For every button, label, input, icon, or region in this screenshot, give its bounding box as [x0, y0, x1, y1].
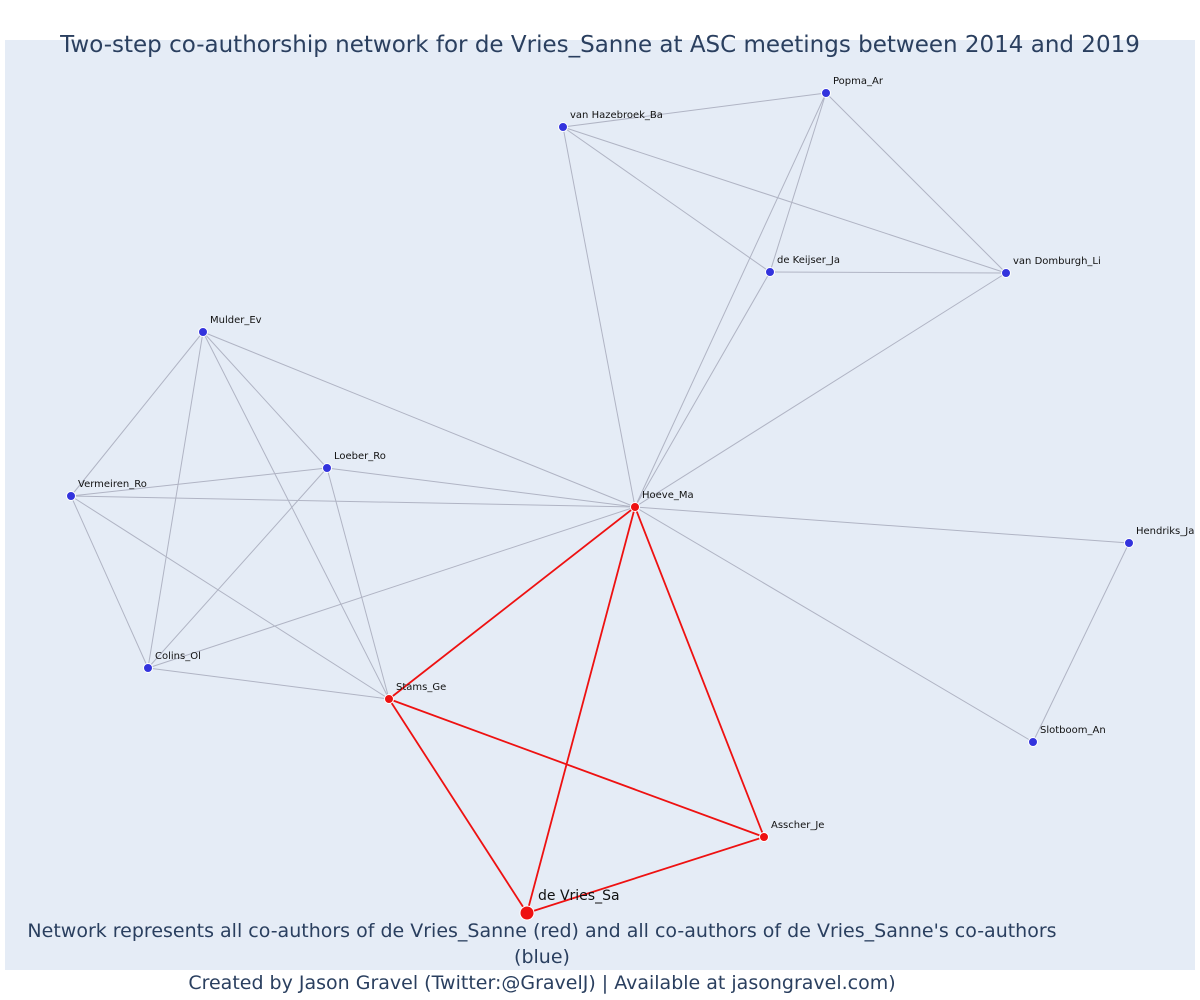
edge-mulder-ev-vermeiren-ro	[70, 331, 204, 497]
edge-van-hazebroek-ba-van-domburgh-li	[562, 126, 1007, 274]
edge-de-vries-sa-asscher-je	[526, 836, 765, 914]
node-van-hazebroek-ba[interactable]	[558, 122, 568, 132]
node-label-popma-ar: Popma_Ar	[833, 76, 884, 87]
node-loeber-ro[interactable]	[322, 463, 332, 473]
node-popma-ar[interactable]	[821, 88, 831, 98]
node-label-de-keijser-ja: de Keijser_Ja	[777, 255, 840, 266]
node-label-hoeve-ma: Hoeve_Ma	[642, 490, 694, 501]
edge-van-hazebroek-ba-de-keijser-ja	[562, 126, 771, 273]
node-slotboom-an[interactable]	[1028, 737, 1038, 747]
edge-stams-ge-asscher-je	[388, 698, 765, 838]
node-hendriks-ja[interactable]	[1124, 538, 1134, 548]
node-label-asscher-je: Asscher_Je	[771, 820, 824, 831]
edge-colins-ol-stams-ge	[147, 667, 390, 700]
edges-layer	[70, 92, 1130, 914]
caption-line-1: Network represents all co-authors of de …	[27, 920, 1057, 968]
edge-hoeve-ma-slotboom-an	[634, 506, 1034, 743]
node-asscher-je[interactable]	[759, 832, 769, 842]
edge-vermeiren-ro-colins-ol	[70, 495, 149, 669]
node-label-van-hazebroek-ba: van Hazebroek_Ba	[570, 110, 663, 121]
edge-vermeiren-ro-stams-ge	[70, 495, 390, 700]
edge-popma-ar-de-keijser-ja	[769, 92, 827, 273]
node-label-de-vries-sa: de Vries_Sa	[538, 888, 620, 904]
edge-hoeve-ma-vermeiren-ro	[70, 495, 636, 508]
edge-mulder-ev-colins-ol	[147, 331, 204, 669]
edge-loeber-ro-stams-ge	[326, 467, 390, 700]
edge-de-keijser-ja-van-domburgh-li	[769, 271, 1007, 274]
node-de-vries-sa[interactable]	[519, 905, 535, 921]
node-label-van-domburgh-li: van Domburgh_Li	[1013, 256, 1101, 267]
edge-hendriks-ja-slotboom-an	[1032, 542, 1130, 743]
caption-line-2: Created by Jason Gravel (Twitter:@Gravel…	[188, 972, 896, 994]
node-colins-ol[interactable]	[143, 663, 153, 673]
edge-hoeve-ma-de-keijser-ja	[634, 271, 771, 508]
node-label-loeber-ro: Loeber_Ro	[334, 451, 386, 462]
edge-hoeve-ma-popma-ar	[634, 92, 827, 508]
node-stams-ge[interactable]	[384, 694, 394, 704]
edge-popma-ar-van-domburgh-li	[825, 92, 1007, 274]
edge-hoeve-ma-colins-ol	[147, 506, 636, 669]
node-label-vermeiren-ro: Vermeiren_Ro	[78, 479, 147, 490]
edge-hoeve-ma-hendriks-ja	[634, 506, 1130, 544]
node-label-slotboom-an: Slotboom_An	[1040, 725, 1106, 736]
edge-hoeve-ma-van-domburgh-li	[634, 272, 1007, 508]
plot-background	[5, 40, 1195, 970]
edge-mulder-ev-loeber-ro	[202, 331, 328, 469]
node-label-colins-ol: Colins_Ol	[155, 651, 201, 662]
node-label-mulder-ev: Mulder_Ev	[210, 315, 262, 326]
node-vermeiren-ro[interactable]	[66, 491, 76, 501]
edge-loeber-ro-colins-ol	[147, 467, 328, 669]
node-de-keijser-ja[interactable]	[765, 267, 775, 277]
edge-de-vries-sa-hoeve-ma	[526, 506, 636, 914]
edge-stams-ge-hoeve-ma	[388, 506, 636, 700]
edge-hoeve-ma-van-hazebroek-ba	[562, 126, 636, 508]
node-hoeve-ma[interactable]	[630, 502, 640, 512]
node-label-stams-ge: Stams_Ge	[396, 682, 446, 693]
edge-hoeve-ma-loeber-ro	[326, 467, 636, 508]
edge-vermeiren-ro-loeber-ro	[70, 467, 328, 497]
edge-hoeve-ma-asscher-je	[634, 506, 765, 838]
caption: Network represents all co-authors of de …	[0, 918, 1084, 996]
node-van-domburgh-li[interactable]	[1001, 268, 1011, 278]
node-label-hendriks-ja: Hendriks_Ja	[1136, 526, 1194, 537]
edge-mulder-ev-stams-ge	[202, 331, 390, 700]
edge-hoeve-ma-mulder-ev	[202, 331, 636, 508]
edge-de-vries-sa-stams-ge	[388, 698, 528, 914]
edge-van-hazebroek-ba-popma-ar	[562, 92, 827, 128]
chart-title: Two-step co-authorship network for de Vr…	[60, 32, 1140, 58]
node-mulder-ev[interactable]	[198, 327, 208, 337]
